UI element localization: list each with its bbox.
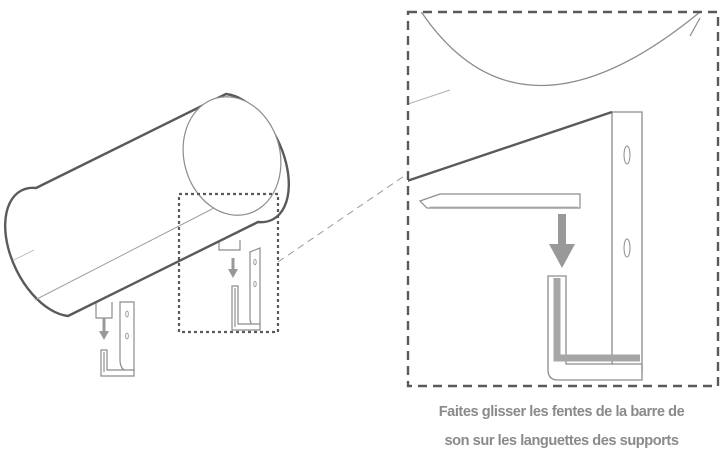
soundbar-overview	[4, 92, 290, 377]
zoom-detail	[406, 10, 720, 388]
arrow-down-left	[99, 318, 109, 340]
zoom-detail-box	[406, 10, 720, 388]
arrow-down-detail	[549, 214, 575, 268]
soundbar-detail	[408, 12, 701, 182]
soundbar-cylinder	[4, 92, 290, 318]
soundbar-slot-tab	[418, 193, 581, 209]
bracket-detail	[547, 111, 643, 381]
caption-line-2: son sur les languettes des supports	[444, 433, 679, 449]
zoom-connector-line	[277, 171, 411, 263]
zoom-region-box	[177, 192, 280, 334]
instruction-caption: Faites glisser les fentes de la barre de…	[400, 398, 723, 456]
caption-line-1: Faites glisser les fentes de la barre de	[438, 404, 685, 420]
bracket-right	[218, 240, 261, 331]
arrow-down-right	[228, 258, 238, 278]
bracket-left	[95, 301, 135, 377]
